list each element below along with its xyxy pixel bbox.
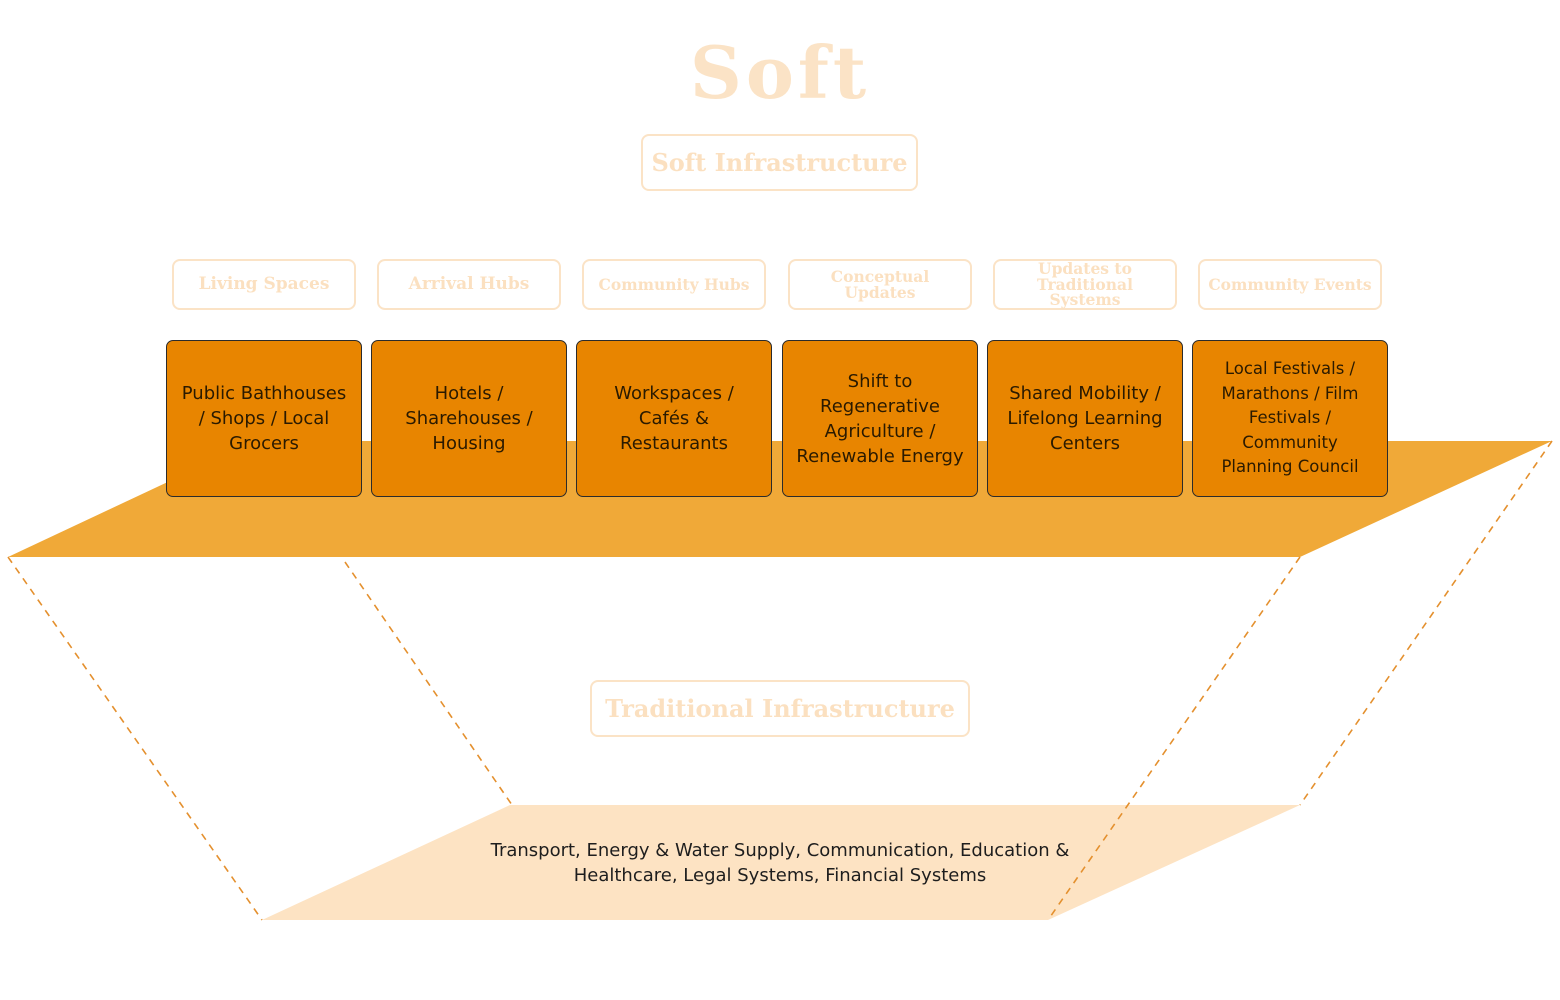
card-conceptual-updates: Shift to Regenerative Agriculture / Rene… <box>782 340 978 497</box>
category-updates-to-traditional-systems: Updates to Traditional Systems <box>993 259 1177 310</box>
category-community-hubs: Community Hubs <box>582 259 766 310</box>
projection-line-right-inner <box>1047 556 1301 921</box>
category-conceptual-updates: Conceptual Updates <box>788 259 972 310</box>
main-title: Soft <box>689 30 871 115</box>
projection-line-left-inner <box>344 561 513 806</box>
category-community-events: Community Events <box>1198 259 1382 310</box>
soft-infrastructure-label: Soft Infrastructure <box>641 134 918 191</box>
traditional-infrastructure-label: Traditional Infrastructure <box>590 680 970 737</box>
projection-line-left-outer <box>7 556 263 921</box>
card-community-hubs: Workspaces / Cafés & Restaurants <box>576 340 772 497</box>
traditional-systems-text: Transport, Energy & Water Supply, Commun… <box>490 840 1070 886</box>
card-living-spaces: Public Bathhouses / Shops / Local Grocer… <box>166 340 362 497</box>
card-community-events: Local Festivals / Marathons / Film Festi… <box>1192 340 1388 497</box>
category-living-spaces: Living Spaces <box>172 259 356 310</box>
category-arrival-hubs: Arrival Hubs <box>377 259 561 310</box>
card-updates-to-traditional-systems: Shared Mobility / Lifelong Learning Cent… <box>987 340 1183 497</box>
traditional-infrastructure-plane <box>262 805 1300 920</box>
card-arrival-hubs: Hotels / Sharehouses / Housing <box>371 340 567 497</box>
projection-line-right-outer <box>1299 440 1553 806</box>
